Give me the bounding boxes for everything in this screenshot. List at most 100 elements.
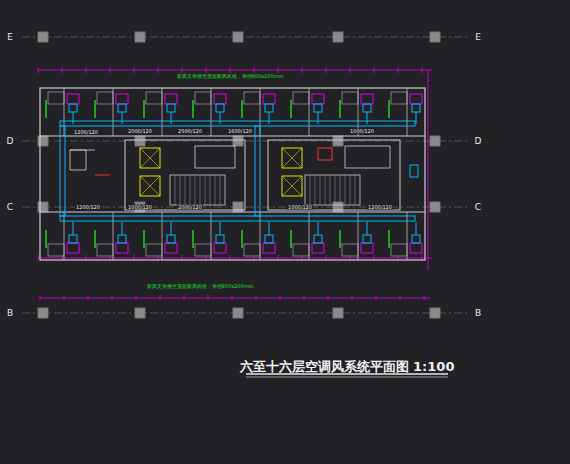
supply-diffuser — [314, 104, 322, 112]
stair-tread — [210, 175, 211, 205]
dimension-tick — [136, 295, 137, 301]
pipe-riser — [388, 230, 390, 248]
bathroom — [48, 244, 64, 256]
grid-axis — [22, 313, 470, 314]
dimension-tick — [400, 295, 401, 301]
dimension-tick — [422, 67, 423, 73]
dimension-tick — [256, 295, 257, 301]
elevator-cross — [140, 176, 160, 196]
leader-line — [95, 175, 110, 176]
elevator-cross — [282, 148, 302, 168]
dimension-tick — [112, 295, 113, 301]
fan-coil-unit — [165, 94, 177, 104]
branch-duct — [318, 112, 319, 124]
column-marker — [430, 308, 440, 318]
elevator-shaft — [140, 148, 160, 168]
main-duct — [60, 216, 415, 221]
riser-duct — [255, 126, 260, 216]
pipe-riser — [290, 100, 292, 118]
elevator-cross — [140, 148, 160, 168]
dimension-tick — [158, 67, 159, 73]
fan-coil-unit — [116, 94, 128, 104]
dimension-tick — [88, 295, 89, 301]
note-text: 新风支管接至屋面新风机组，管径800x200mm — [177, 74, 284, 79]
stair-tread — [320, 175, 321, 205]
column-marker — [38, 32, 48, 42]
pipe-riser — [192, 100, 194, 118]
pipe-riser — [241, 100, 243, 118]
elevator-shaft — [140, 176, 160, 196]
dimension-tick — [352, 295, 353, 301]
fan-coil-unit — [361, 243, 373, 253]
fan-coil-unit — [312, 94, 324, 104]
bathroom — [342, 244, 358, 256]
branch-duct — [171, 222, 172, 235]
grid-label: E — [7, 33, 13, 42]
dimension-tick — [254, 67, 255, 73]
branch-duct — [73, 112, 74, 124]
pipe-riser — [143, 230, 145, 248]
bathroom — [97, 244, 113, 256]
dimension-tick — [206, 67, 207, 73]
grid-axis — [22, 37, 470, 38]
grid-label: E — [475, 33, 481, 42]
branch-duct — [220, 112, 221, 124]
grid-axis — [22, 141, 470, 142]
supply-diffuser — [265, 104, 273, 112]
column-marker — [233, 308, 243, 318]
elevator-shaft — [282, 176, 302, 196]
branch-duct — [73, 222, 74, 235]
stair-tread — [215, 175, 216, 205]
stair-tread — [175, 175, 176, 205]
pipe-riser — [45, 230, 47, 248]
bathroom — [342, 92, 358, 104]
dimension-tick — [350, 67, 351, 73]
elevator-cross — [282, 176, 302, 196]
grid-label: D — [7, 137, 14, 146]
branch-duct — [318, 222, 319, 235]
stair-tread — [310, 175, 311, 205]
stair-tread — [195, 175, 196, 205]
branch-duct — [122, 222, 123, 235]
stair-tread — [200, 175, 201, 205]
dimension-tick — [302, 67, 303, 73]
note-text: 新风支管接至屋面新风机组，管径800x200mm — [147, 284, 254, 289]
equipment — [410, 165, 418, 177]
pipe-riser — [45, 100, 47, 118]
dimension-tick — [328, 295, 329, 301]
grid-label: B — [475, 309, 481, 318]
shaft-room — [345, 146, 390, 168]
dimension-tick — [376, 295, 377, 301]
shaft-room — [195, 146, 235, 168]
duct-size: 2500/120 — [177, 129, 203, 134]
dimension-tick — [160, 295, 161, 301]
dimension-tick — [40, 295, 41, 301]
elevator-cross — [140, 176, 160, 196]
stair-tread — [330, 175, 331, 205]
dimension-line — [40, 298, 430, 299]
grid-label: D — [475, 137, 482, 146]
shaft-room — [70, 150, 86, 170]
supply-diffuser — [216, 235, 224, 243]
pipe-riser — [192, 230, 194, 248]
equipment — [318, 148, 332, 160]
dimension-tick — [230, 67, 231, 73]
dimension-tick — [62, 67, 63, 73]
branch-duct — [122, 112, 123, 124]
column-marker — [135, 136, 145, 146]
fan-coil-unit — [67, 94, 79, 104]
duct-size: 2000/120 — [177, 205, 203, 210]
pipe-riser — [94, 100, 96, 118]
supply-diffuser — [363, 235, 371, 243]
dimension-tick — [38, 67, 39, 73]
bathroom — [195, 244, 211, 256]
stair-tread — [340, 175, 341, 205]
stair-tread — [345, 175, 346, 205]
duct-size: 1000/120 — [127, 205, 153, 210]
supply-diffuser — [69, 104, 77, 112]
dimension-tick — [38, 255, 39, 261]
bathroom — [391, 244, 407, 256]
duct-size: 1200/120 — [73, 130, 99, 135]
